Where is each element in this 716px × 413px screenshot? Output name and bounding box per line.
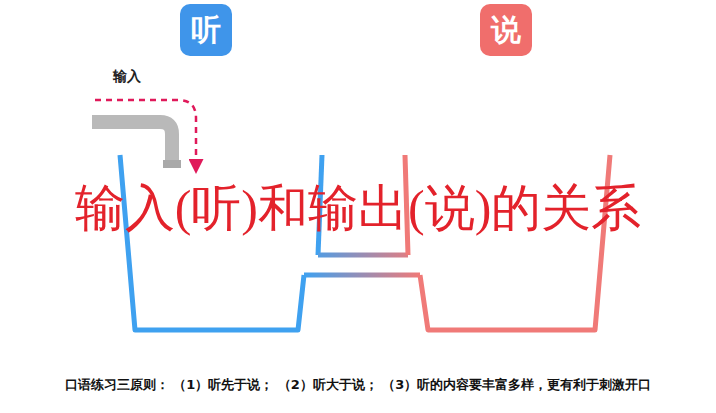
connecting-pipe [304,255,420,275]
label-box: 说 [480,4,532,56]
input-arrow [95,100,196,168]
caption-text: 口语练习三原则： （1）听先于说； （2）听大于说； （3）听的内容要丰富多样，… [65,376,652,394]
faucet [92,122,172,165]
input-label: 输入 [113,68,141,86]
box-text: 说 [491,15,521,45]
box-text: 听 [191,15,221,45]
label-box: 听 [180,4,232,56]
faucet-tip [163,160,181,168]
overlay-title: 输入(听)和输出(说)的关系 [75,181,642,236]
